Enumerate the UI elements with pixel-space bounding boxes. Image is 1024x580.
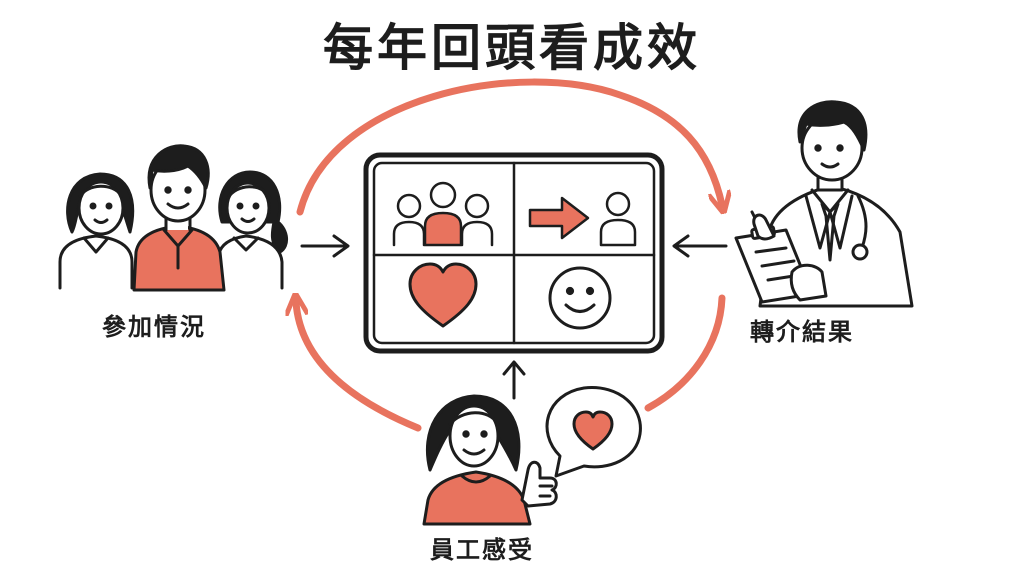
person-center bbox=[132, 144, 226, 292]
employee-thumbs-up-icon bbox=[422, 394, 558, 526]
label-staff-feelings: 員工感受 bbox=[430, 536, 534, 564]
smiley-face-icon bbox=[548, 266, 612, 330]
cycle-arrows bbox=[296, 78, 726, 432]
results-dashboard bbox=[363, 152, 665, 354]
cycle-arrow-right bbox=[644, 294, 726, 412]
speech-bubble-heart-icon bbox=[545, 386, 642, 478]
page-title: 每年回頭看成效 bbox=[323, 19, 701, 77]
people-group-icon bbox=[392, 181, 494, 247]
cycle-arrow-top bbox=[296, 78, 722, 212]
doctor-with-clipboard-icon bbox=[734, 100, 914, 308]
connector-arrows bbox=[300, 234, 728, 400]
label-participation: 參加情況 bbox=[102, 313, 206, 341]
arrow-from-participation-icon bbox=[300, 234, 350, 258]
arrow-from-staff-icon bbox=[502, 360, 526, 400]
arrow-from-referral-icon bbox=[672, 234, 728, 258]
heart-icon bbox=[408, 262, 478, 328]
label-referral-results: 轉介結果 bbox=[750, 318, 854, 346]
arrow-to-person-icon bbox=[528, 191, 637, 247]
person-left bbox=[58, 172, 135, 290]
group-of-three-people-icon bbox=[58, 144, 288, 292]
person-right bbox=[216, 170, 288, 290]
heart-icon bbox=[572, 410, 614, 451]
cycle-arrow-left bbox=[296, 302, 422, 432]
